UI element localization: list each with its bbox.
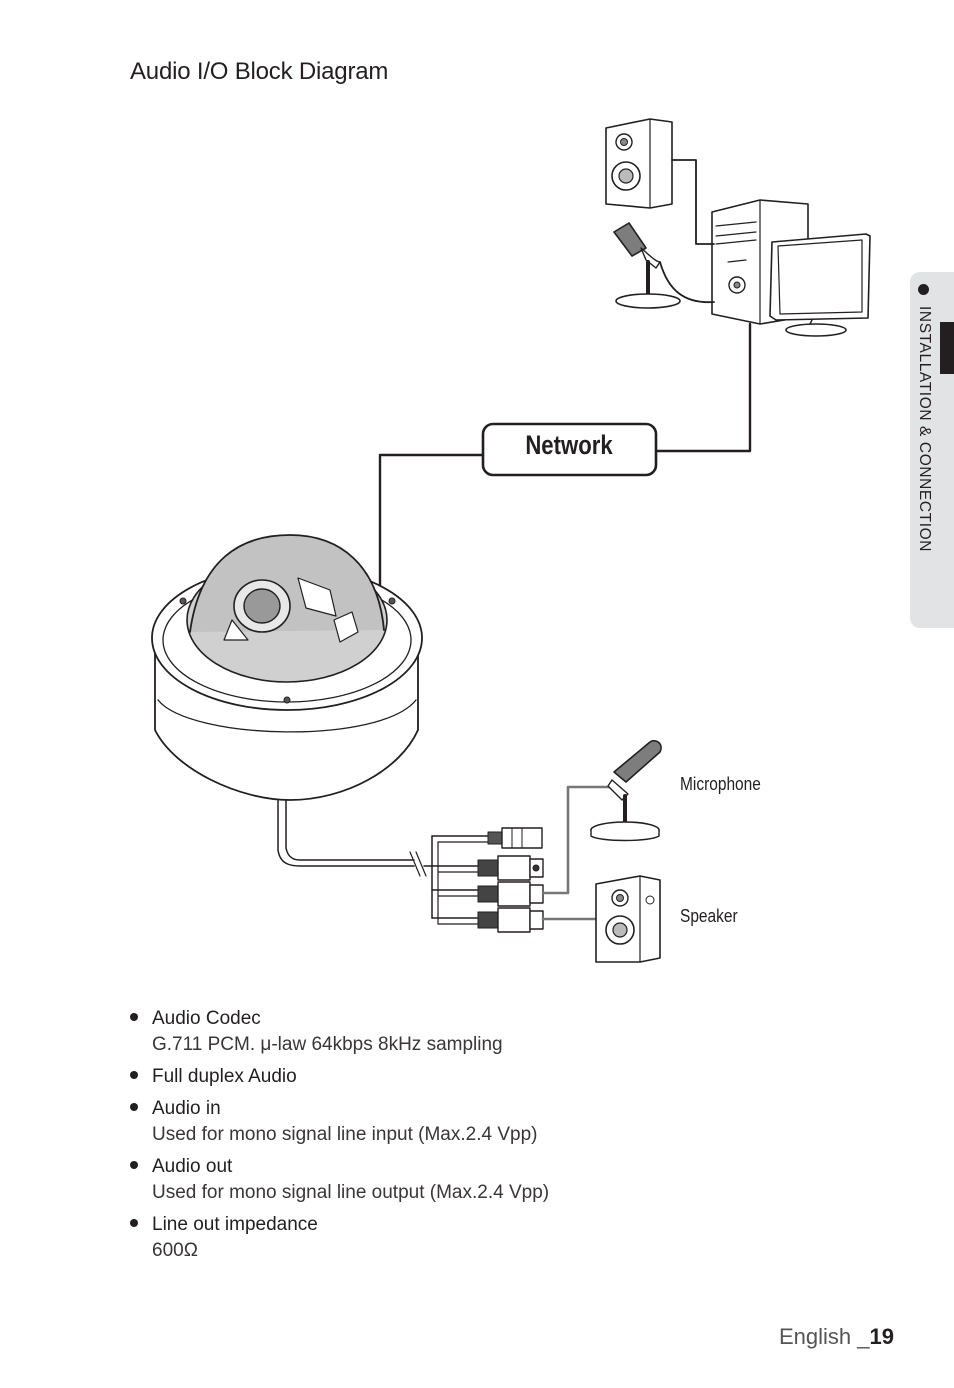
section-bullet-icon <box>918 284 929 295</box>
monitor-icon <box>769 233 871 337</box>
spec-item: Audio in Used for mono signal line input… <box>130 1096 830 1148</box>
section-marker <box>940 322 954 374</box>
spec-detail: Used for mono signal line input (Max.2.4… <box>152 1124 538 1145</box>
spec-heading: Full duplex Audio <box>152 1066 297 1087</box>
spec-heading: Audio in <box>152 1098 221 1119</box>
spec-detail: 600Ω <box>152 1240 198 1261</box>
speaker-icon <box>595 875 661 963</box>
speaker-label: Speaker <box>680 906 738 926</box>
pc-microphone-icon <box>613 222 681 309</box>
section-tab-label: INSTALLATION & CONNECTION <box>916 306 933 553</box>
network-connector-icon <box>487 827 543 849</box>
page-title: Audio I/O Block Diagram <box>130 58 389 85</box>
spec-detail: G.711 PCM. μ-law 64kbps 8kHz sampling <box>152 1034 503 1055</box>
spec-heading: Audio out <box>152 1156 233 1177</box>
pc-speaker-icon <box>605 118 673 209</box>
network-label: Network <box>525 430 613 460</box>
bullet-icon <box>130 1103 138 1111</box>
spec-detail: Used for mono signal line output (Max.2.… <box>152 1182 550 1203</box>
microphone-label: Microphone <box>680 774 761 794</box>
footer-language: English _ <box>779 1324 870 1349</box>
audio-io-diagram <box>151 118 871 963</box>
dome-camera-icon <box>151 534 423 801</box>
spec-heading: Audio Codec <box>152 1008 261 1029</box>
bullet-icon <box>130 1071 138 1079</box>
page-number: 19 <box>869 1324 894 1349</box>
spec-heading: Line out impedance <box>152 1214 318 1235</box>
audio-spec-list: Audio Codec G.711 PCM. μ-law 64kbps 8kHz… <box>130 1006 830 1270</box>
power-connector-icon <box>477 855 544 881</box>
spec-item: Line out impedance 600Ω <box>130 1212 830 1264</box>
spec-item: Audio out Used for mono signal line outp… <box>130 1154 830 1206</box>
microphone-icon <box>590 739 662 842</box>
bullet-icon <box>130 1219 138 1227</box>
audio-in-connector-icon <box>477 881 544 907</box>
page-footer: English _19 <box>779 1324 894 1350</box>
bullet-icon <box>130 1161 138 1169</box>
spec-item: Audio Codec G.711 PCM. μ-law 64kbps 8kHz… <box>130 1006 830 1058</box>
spec-item: Full duplex Audio <box>130 1064 830 1090</box>
audio-out-connector-icon <box>477 907 544 933</box>
bullet-icon <box>130 1013 138 1021</box>
